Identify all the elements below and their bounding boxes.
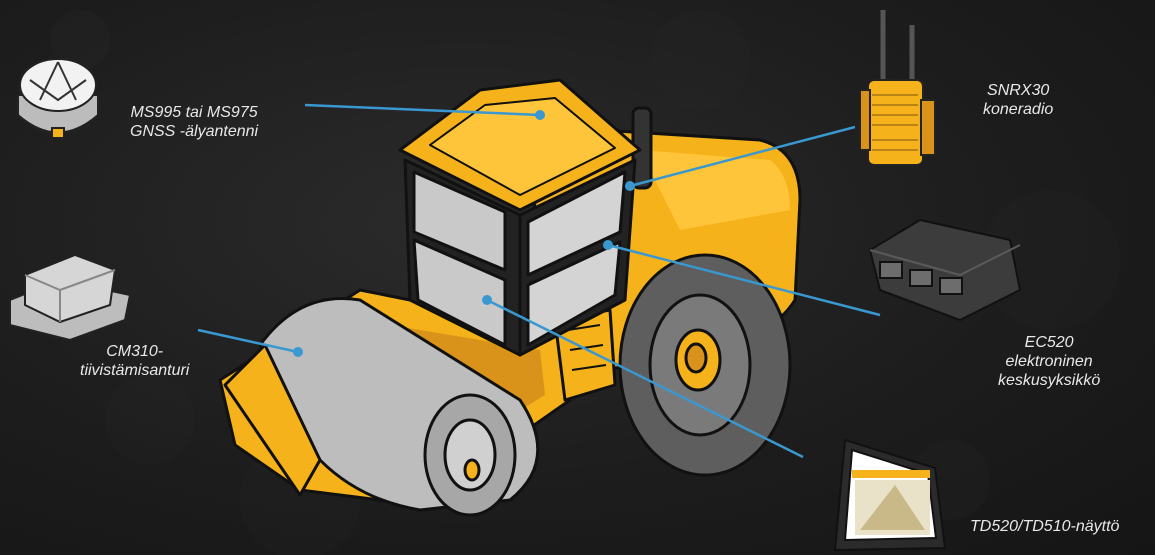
radio-label-line-2: koneradio xyxy=(983,100,1053,119)
ecu-label: EC520 elektroninen keskusyksikkö xyxy=(998,333,1100,390)
gnss-label: MS995 tai MS975 GNSS -älyantenni xyxy=(130,103,258,141)
ecu-icon xyxy=(870,220,1020,320)
rear-wheel xyxy=(620,255,790,475)
gnss-label-line-1: MS995 tai MS975 xyxy=(130,103,258,122)
gnss-callout-dot xyxy=(535,110,545,120)
ecu-label-line-3: keskusyksikkö xyxy=(998,371,1100,390)
display-label: TD520/TD510-näyttö xyxy=(970,517,1119,536)
display-callout-dot xyxy=(482,295,492,305)
cm310-label-line-2: tiivistämisanturi xyxy=(80,361,189,380)
radio-label: SNRX30 koneradio xyxy=(983,81,1053,119)
cm310-label-line-1: CM310- xyxy=(80,342,189,361)
display-icon xyxy=(835,440,945,550)
ecu-label-line-1: EC520 xyxy=(998,333,1100,352)
roller-machine xyxy=(220,80,800,515)
cm310-callout-dot xyxy=(293,347,303,357)
radio-label-line-1: SNRX30 xyxy=(983,81,1053,100)
cm310-sensor-icon xyxy=(10,255,130,340)
gnss-label-line-2: GNSS -älyantenni xyxy=(130,122,258,141)
radio-icon xyxy=(860,10,935,165)
radio-callout-dot xyxy=(625,181,635,191)
ecu-label-line-2: elektroninen xyxy=(998,352,1100,371)
gnss-antenna-icon xyxy=(18,59,98,138)
ecu-callout-dot xyxy=(603,240,613,250)
cm310-label: CM310- tiivistämisanturi xyxy=(80,342,189,380)
display-label-line-1: TD520/TD510-näyttö xyxy=(970,517,1119,536)
